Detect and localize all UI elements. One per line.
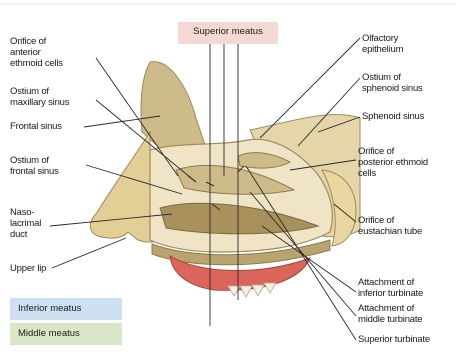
superior-meatus-tag: Superior meatus	[178, 22, 278, 44]
label-eustachian-orifice: Orifice of eustachian tube	[358, 215, 422, 237]
label-superior-turbinate: Superior turbinate	[358, 334, 430, 345]
inferior-meatus-tag: Inferior meatus	[10, 298, 122, 320]
label-anterior-ethmoid-orifice: Orifice of anterior ethmoid cells	[10, 36, 63, 69]
label-nasolacrimal-duct: Naso- lacrimal duct	[10, 207, 41, 240]
label-frontal-ostium: Ostium of frontal sinus	[10, 155, 59, 177]
label-inferior-turbinate-attachment: Attachment of inferior turbinate	[358, 277, 423, 299]
label-olfactory-epithelium: Olfactory epithelium	[362, 33, 403, 55]
label-sphenoid-sinus: Sphenoid sinus	[362, 111, 424, 122]
label-middle-turbinate-attachment: Attachment of middle turbinate	[358, 303, 422, 325]
label-posterior-ethmoid-orifice: Orifice of posterior ethmoid cells	[358, 146, 428, 179]
middle-meatus-tag: Middle meatus	[10, 323, 122, 345]
label-upper-lip: Upper lip	[10, 263, 46, 274]
label-frontal-sinus: Frontal sinus	[10, 121, 62, 132]
label-sphenoid-ostium: Ostium of sphenoid sinus	[362, 72, 423, 94]
label-maxillary-ostium: Ostium of maxillary sinus	[10, 86, 69, 108]
